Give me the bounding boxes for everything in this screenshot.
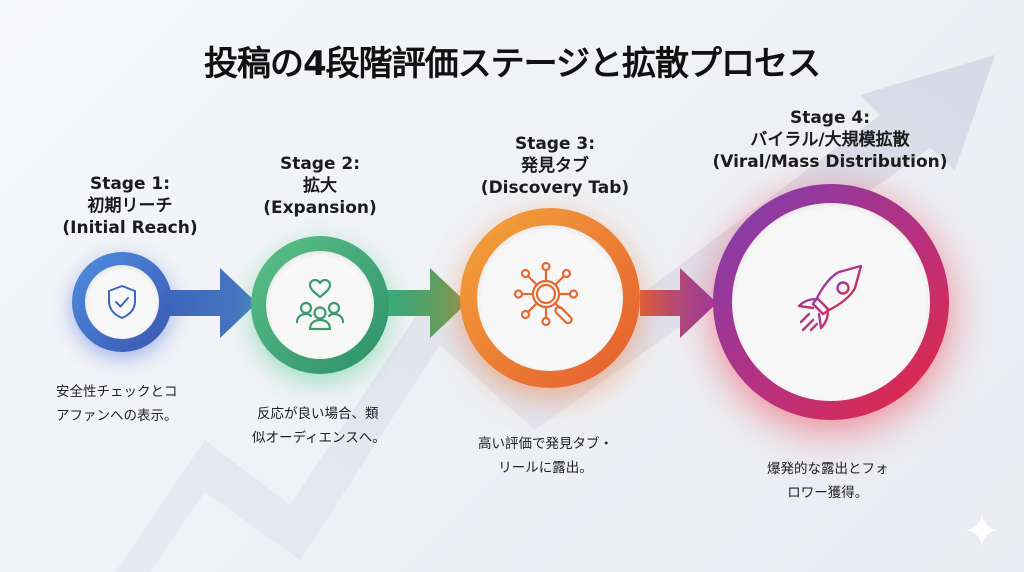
- stage-4-name-en: (Viral/Mass Distribution): [712, 152, 948, 172]
- flow-arrow-3-to-4: [640, 268, 717, 338]
- stage-2-name-ja: 拡大: [303, 176, 337, 196]
- stage-3-name-en: (Discovery Tab): [480, 178, 630, 198]
- stage-2-description-line-1: 反応が良い場合、類: [257, 406, 379, 422]
- stage-4-label: Stage 4: バイラル/大規模拡散 (Viral/Mass Distribu…: [710, 107, 950, 173]
- stage-2-circle: [251, 236, 389, 374]
- page-title: 投稿の4段階評価ステージと拡散プロセス: [204, 44, 821, 84]
- shield-check-icon: [108, 285, 136, 319]
- stage-3-label: Stage 3: 発見タブ (Discovery Tab): [465, 133, 645, 199]
- network-search-icon: [513, 261, 579, 327]
- stage-1-name-ja: 初期リーチ: [87, 196, 173, 216]
- stage-4-description: 爆発的な露出とフォ ロワー獲得。: [767, 457, 889, 505]
- stage-3-name-ja: 発見タブ: [521, 156, 589, 176]
- stage-3-heading: Stage 3:: [514, 134, 596, 154]
- stage-1-name-en: (Initial Reach): [62, 218, 198, 238]
- stage-1-description-line-2: アファンへの表示。: [56, 408, 178, 424]
- people-heart-icon: [295, 278, 345, 331]
- stage-3-circle: [460, 208, 640, 388]
- trend-arrow-shape: [115, 55, 995, 572]
- stage-1-circle: [72, 252, 172, 352]
- stage-1-description-line-1: 安全性チェックとコ: [56, 384, 178, 400]
- flow-arrow-2-to-3: [385, 268, 467, 338]
- stage-4-name-ja: バイラル/大規模拡散: [750, 130, 910, 150]
- stage-2-description: 反応が良い場合、類 似オーディエンスへ。: [252, 402, 386, 450]
- sparkle-icon: [965, 513, 999, 547]
- flow-arrow-1-to-2: [165, 268, 257, 338]
- stage-2-heading: Stage 2:: [279, 154, 361, 174]
- stage-2-description-line-2: 似オーディエンスへ。: [252, 430, 386, 446]
- stage-2-label: Stage 2: 拡大 (Expansion): [230, 153, 410, 219]
- stage-3-description-line-1: 高い評価で発見タブ・: [478, 436, 613, 452]
- rocket-icon: [797, 264, 863, 332]
- stage-4-circle: [713, 184, 949, 420]
- stage-1-description: 安全性チェックとコ アファンへの表示。: [56, 380, 178, 428]
- stage-2-name-en: (Expansion): [263, 198, 377, 218]
- stage-4-description-line-2: ロワー獲得。: [787, 485, 869, 501]
- stage-1-label: Stage 1: 初期リーチ (Initial Reach): [40, 173, 220, 239]
- stage-1-heading: Stage 1:: [89, 174, 171, 194]
- stage-4-description-line-1: 爆発的な露出とフォ: [767, 461, 889, 477]
- stage-3-description-line-2: リールに露出。: [498, 460, 593, 476]
- stage-4-heading: Stage 4:: [789, 108, 871, 128]
- stage-3-description: 高い評価で発見タブ・ リールに露出。: [478, 432, 613, 480]
